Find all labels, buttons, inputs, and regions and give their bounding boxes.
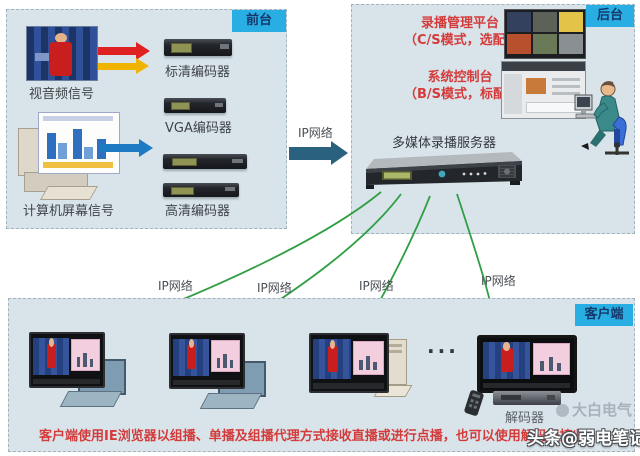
mgmt-platform-line1: 录播管理平台: [420, 16, 499, 31]
main-watermark: 头条@弱电笔记: [527, 429, 640, 449]
decoder-device: [493, 391, 561, 405]
vga-encoder-device: [164, 98, 226, 113]
uplink-network-arrow: [289, 141, 349, 165]
front-zone: 前台 视音频信号 标清编码器 VGA编码器: [6, 9, 287, 229]
computer-signal-label: 计算机屏幕信号: [23, 204, 115, 219]
client-note: 客户端使用IE浏览器以组播、单播及组播代理方式接收直播或进行点播，也可以使用解码…: [39, 429, 599, 444]
yellow-arrow: [98, 58, 150, 74]
hd-encoder-device-1: [163, 154, 247, 169]
client3-monitor: [309, 333, 389, 393]
more-clients-ellipsis: ···: [427, 339, 459, 363]
mgmt-platform-line2: （C/S模式，选配）: [404, 33, 519, 48]
client-network-label-3: IP网络: [359, 279, 394, 293]
client-zone: 客户端: [8, 298, 635, 452]
computer-source-image: [18, 112, 120, 200]
studio-screen: [35, 53, 49, 61]
back-zone: 后台 录播管理平台 （C/S模式，选配） 系统控制台 （B/S模式，标配）: [351, 4, 635, 234]
client4-tv: [477, 335, 577, 403]
presenter-head: [55, 33, 67, 43]
console-line2: （B/S模式，标配）: [404, 87, 520, 102]
mgmt-platform-heading: 录播管理平台 （C/S模式，选配）: [404, 15, 519, 49]
remote-control: [463, 389, 485, 417]
client-network-label-4: IP网络: [481, 274, 516, 288]
console-heading: 系统控制台 （B/S模式，标配）: [404, 69, 520, 103]
back-zone-label: 后台: [586, 5, 634, 27]
client-zone-label: 客户端: [575, 304, 633, 326]
server-label: 多媒体录播服务器: [392, 136, 497, 151]
video-source-image: [26, 26, 98, 81]
video-signal-label: 视音频信号: [29, 87, 95, 102]
red-arrow: [98, 42, 150, 60]
chart-page: [38, 112, 120, 174]
hd-encoder-label: 高清编码器: [165, 204, 231, 219]
presenter-body: [50, 42, 72, 76]
vga-encoder-label: VGA编码器: [165, 121, 232, 136]
computer-keyboard: [39, 186, 99, 200]
recording-server-device: [366, 152, 522, 189]
client-network-label-2: IP网络: [257, 281, 292, 295]
faint-watermark: 大白电气: [556, 399, 632, 420]
blue-arrow: [99, 139, 153, 157]
uplink-network-label: IP网络: [298, 126, 333, 140]
faint-watermark-logo-icon: [556, 404, 569, 417]
sd-encoder-device: [164, 39, 232, 56]
faint-watermark-text: 大白电气: [572, 401, 633, 419]
mgmt-platform-screenshot: [504, 9, 586, 59]
front-zone-label: 前台: [232, 10, 286, 32]
sd-encoder-label: 标清编码器: [165, 65, 231, 80]
hd-encoder-device-2: [163, 183, 239, 197]
console-screenshot: [501, 61, 586, 119]
decoder-label: 解码器: [505, 411, 545, 426]
operator-person-icon: [574, 81, 629, 155]
client2-monitor: [169, 333, 245, 389]
client1-monitor: [29, 332, 105, 388]
client-network-label-1: IP网络: [158, 279, 193, 293]
console-line1: 系统控制台: [427, 70, 493, 85]
